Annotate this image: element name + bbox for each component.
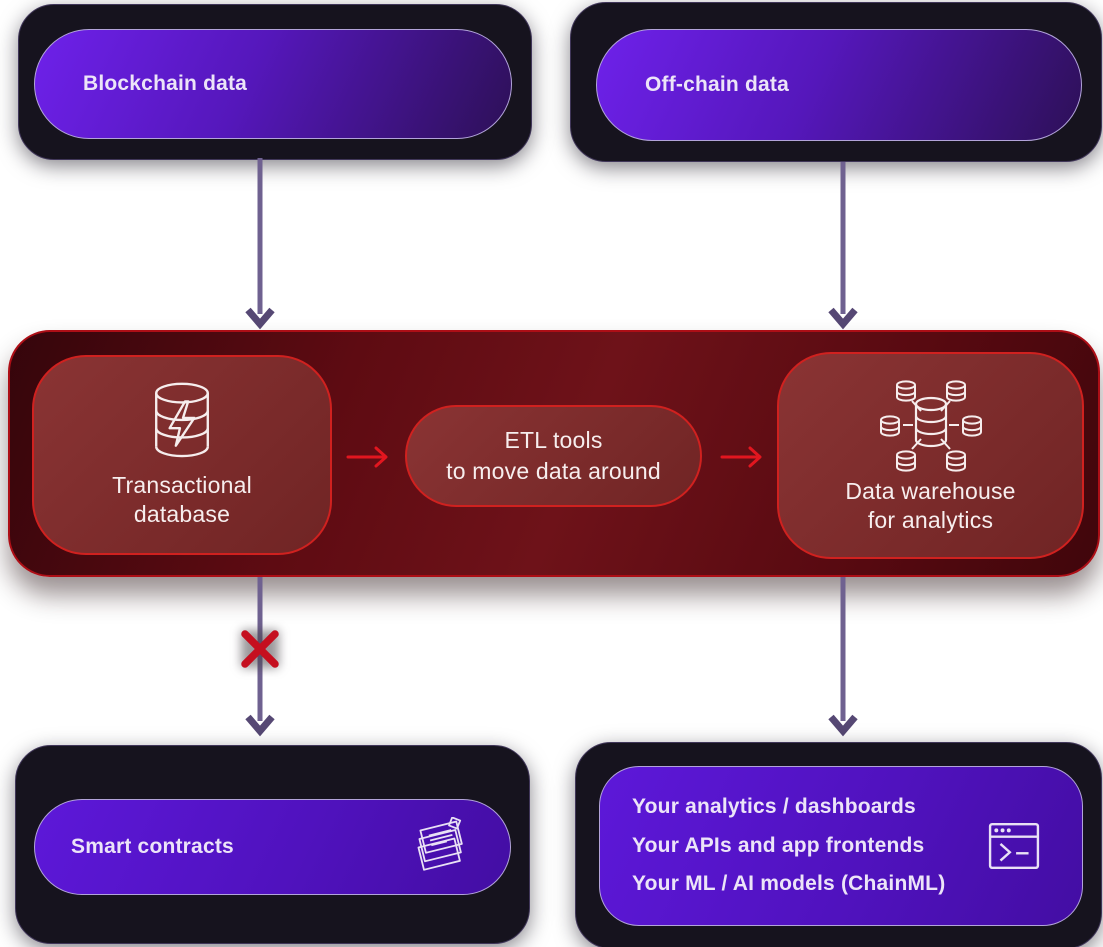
offchain-data-pill: Off-chain data [596,29,1082,141]
etl-label-line1: ETL tools [504,427,603,453]
warehouse-label-line2: for analytics [867,506,994,533]
etl-label-line2: to move data around [446,458,661,484]
connector-warehouse-to-outputs-arrow [828,577,858,737]
distributed-database-icon [879,379,982,472]
connector-blockchain-to-db-arrow [245,158,275,330]
blockchain-data-label: Blockchain data [83,72,248,95]
terminal-window-icon [988,822,1040,870]
outputs-node: Your analytics / dashboards Your APIs an… [575,742,1102,947]
database-lightning-icon [155,382,209,458]
transactional-db-label-line1: Transactional [112,472,252,498]
transactional-database-card: Transactional database [32,355,332,555]
documents-stack-icon [417,817,463,871]
smart-contracts-node: Smart contracts [15,745,530,944]
x-blocked-icon [237,626,283,672]
outputs-label-analytics: Your analytics / dashboards [632,795,916,819]
outputs-panel: Your analytics / dashboards Your APIs an… [599,766,1083,926]
smart-contracts-label: Smart contracts [71,835,234,858]
connector-offchain-to-warehouse-arrow [828,162,858,330]
transactional-db-label-line2: database [133,501,231,527]
blockchain-data-node: Blockchain data [18,4,532,160]
blockchain-data-pill: Blockchain data [34,29,512,139]
pipeline-band: Transactional database ETL tools to move… [8,330,1100,577]
offchain-data-node: Off-chain data [570,2,1102,162]
outputs-label-apis: Your APIs and app frontends [632,833,925,857]
warehouse-label-line1: Data warehouse [845,477,1016,504]
smart-contracts-pill: Smart contracts [34,799,511,895]
offchain-data-label: Off-chain data [645,73,789,96]
outputs-label-ml: Your ML / AI models (ChainML) [632,872,946,896]
data-warehouse-card: Data warehouse for analytics [777,352,1084,559]
arrow-db-to-etl-icon [346,446,388,468]
arrow-etl-to-warehouse-icon [720,446,762,468]
outputs-label-group: Your analytics / dashboards Your APIs an… [632,788,945,904]
etl-tools-pill: ETL tools to move data around [405,405,702,507]
